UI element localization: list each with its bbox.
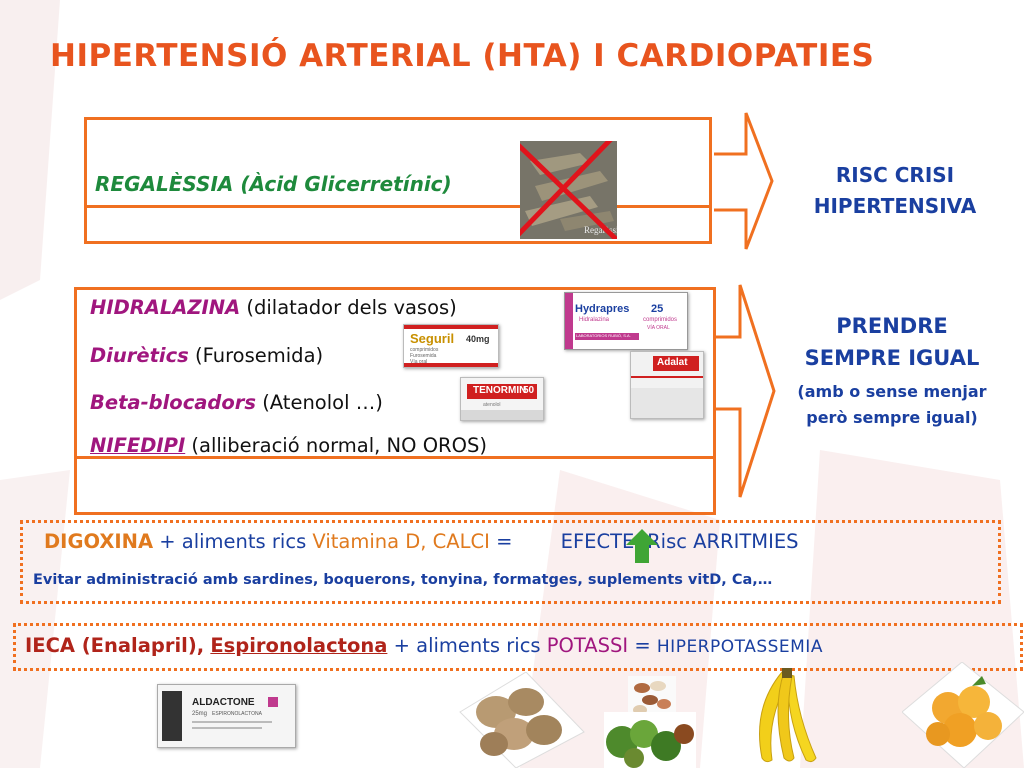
seguril-route: Vía oral xyxy=(410,359,428,365)
digoxina-line: DIGOXINA + aliments rics Vitamina D, CAL… xyxy=(44,530,799,553)
digoxina-advice: Evitar administració amb sardines, boque… xyxy=(33,572,773,588)
arrow-right-icon xyxy=(714,112,774,250)
drug-detail: (Furosemida) xyxy=(188,344,324,367)
aldactone-package: ALDACTONE 25mg ESPIRONOLACTONA xyxy=(157,684,296,748)
drug-beta-blockers: Beta-blocadors (Atenolol …) xyxy=(90,391,383,414)
drug-detail: (alliberació normal, NO OROS) xyxy=(185,434,487,457)
digoxina-equals: = xyxy=(489,530,519,553)
dried-figs-image xyxy=(459,672,585,768)
aldactone-sub: ESPIRONOLACTONA xyxy=(212,711,262,717)
digoxina-box xyxy=(20,520,1001,604)
digoxina-drug: DIGOXINA xyxy=(44,530,154,553)
drug-name: Diurètics xyxy=(90,344,189,367)
result2-line3: (amb o sense menjar xyxy=(797,382,987,401)
digoxina-plus: + aliments rics xyxy=(153,530,313,553)
digoxina-effect: EFECTE: Risc ARRITMIES xyxy=(560,530,799,553)
digoxina-foods: Vitamina D, CALCI xyxy=(312,530,490,553)
drug-nifedipi: NIFEDIPI (alliberació normal, NO OROS) xyxy=(90,434,487,457)
hypertensive-crisis-risk: RISC CRISI HIPERTENSIVA xyxy=(770,160,1020,222)
ieca-food: POTASSI xyxy=(546,634,629,657)
arrow-right-icon xyxy=(716,284,776,498)
hydrapres-form: comprimidos xyxy=(643,317,678,323)
drug-detail: (dilatador dels vasos) xyxy=(240,296,457,319)
seguril-dose: 40mg xyxy=(466,334,490,344)
tenormin-dose: 50 xyxy=(523,385,535,396)
licorice-label: REGALÈSSIA (Àcid Glicerretínic) xyxy=(95,172,452,196)
seguril-sub: comprimidos xyxy=(410,347,439,353)
page-title: HIPERTENSIÓ ARTERIAL (HTA) I CARDIOPATIE… xyxy=(50,38,875,74)
seguril-sub2: Furosemida xyxy=(410,353,437,359)
drug-name: HIDRALAZINA xyxy=(90,296,241,319)
ieca-effect: HIPERPOTASSEMIA xyxy=(656,637,823,657)
result1-line2: HIPERTENSIVA xyxy=(813,194,977,218)
drug-detail: (Atenolol …) xyxy=(256,391,383,414)
licorice-crossed-image: Regalèssia xyxy=(520,141,617,239)
drug-name: NIFEDIPI xyxy=(90,434,186,457)
result2-line2: SEMPRE IGUAL xyxy=(804,346,980,370)
adalat-package: Adalat xyxy=(630,351,704,419)
hydrapres-brand: Hydrapres xyxy=(575,303,630,315)
ieca-plus: + aliments rics xyxy=(387,634,547,657)
seguril-brand: Seguril xyxy=(410,331,455,346)
drug-diuretics: Diurètics (Furosemida) xyxy=(90,344,323,367)
result2-line1: PRENDRE xyxy=(836,314,948,338)
hydrapres-sub: Hidralazina xyxy=(579,317,610,323)
licorice-image-caption: Regalèssia xyxy=(584,225,617,235)
ieca-box xyxy=(13,623,1023,671)
ieca-equals: = xyxy=(628,634,657,657)
arrow-up-icon xyxy=(626,529,658,563)
result2-line4: però sempre igual) xyxy=(806,408,978,427)
aldactone-dose: 25mg xyxy=(192,711,208,717)
result1-line1: RISC CRISI xyxy=(835,163,955,187)
drug-name: Beta-blocadors xyxy=(90,391,256,414)
hydrapres-package: Hydrapres 25 Hidralazina comprimidos VÍA… xyxy=(564,292,688,350)
vegetables-image xyxy=(604,712,696,768)
tenormin-package: TENORMIN 50 atenolol xyxy=(460,377,544,421)
take-always-same: PRENDRE SEMPRE IGUAL xyxy=(762,310,1022,374)
ieca-line: IECA (Enalapril), Espironolactona + alim… xyxy=(25,634,823,657)
tenormin-brand: TENORMIN xyxy=(473,385,527,396)
aldactone-brand: ALDACTONE xyxy=(192,697,255,708)
ieca-drug2: Espironolactona xyxy=(210,634,388,657)
hydrapres-dose: 25 xyxy=(651,303,664,315)
licorice-box xyxy=(84,117,712,244)
drug-hidralazina: HIDRALAZINA (dilatador dels vasos) xyxy=(90,296,457,319)
take-always-same-detail: (amb o sense menjar però sempre igual) xyxy=(762,379,1022,431)
hydrapres-lab: LABORATORIOS RUBIÓ, S.A. xyxy=(576,333,631,338)
tenormin-sub: atenolol xyxy=(483,402,501,408)
drugs-box xyxy=(74,287,716,515)
hydrapres-route: VÍA ORAL xyxy=(647,325,670,331)
ieca-drug1: IECA (Enalapril), xyxy=(25,634,205,657)
adalat-brand: Adalat xyxy=(657,357,688,368)
bananas-image xyxy=(759,668,817,763)
licorice-box-divider xyxy=(84,205,712,208)
peaches-image xyxy=(902,662,1024,768)
seguril-package: Seguril 40mg comprimidos Furosemida Vía … xyxy=(403,324,499,368)
drugs-box-divider xyxy=(74,456,716,459)
